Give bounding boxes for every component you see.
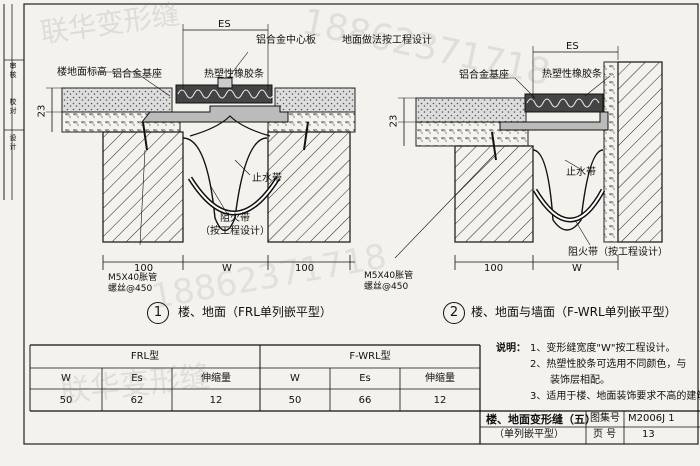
table-value-cell: 12 (209, 395, 223, 406)
side-strip-char: 设 (9, 134, 17, 142)
side-strip: 审 核 校 对 设 计 (2, 62, 24, 152)
detail-2-number: 2 (443, 302, 465, 324)
table-group-fwrl: F-WRL型 (349, 351, 391, 362)
side-strip-char: 计 (9, 143, 17, 151)
d1-center-plate-label: 铝合金中心板 (256, 35, 316, 46)
d1-bolt-label: M5X40胀管 (108, 273, 158, 283)
table-header-cell: Es (131, 373, 143, 384)
detail-1-drawing (46, 24, 356, 270)
side-strip-char: 审 (9, 62, 17, 70)
d2-rubber-label: 热塑性橡胶条 (542, 69, 602, 80)
table-header-cell: W (290, 373, 300, 384)
d1-base-label: 铝合金基座 (112, 69, 162, 80)
d2-base-label: 铝合金基座 (459, 70, 509, 81)
detail-2-title: 楼、地面与墙面（F-WRL单列嵌平型） (471, 305, 677, 319)
table-value-cell: 50 (288, 395, 302, 406)
d2-waterstop-label: 止水带 (566, 167, 596, 178)
table-value-cell: 50 (59, 395, 73, 406)
title-block: 楼、地面变形缝（五） （单列嵌平型） 图集号 M2006J 1 页 号 13 (480, 411, 700, 443)
d2-floor-design-label: 地面做法按工程设计 (342, 35, 432, 46)
side-strip-char: 校 (9, 98, 17, 106)
d1-es-label: ES (218, 19, 231, 30)
detail-1-title: 楼、地面（FRL单列嵌平型） (178, 305, 332, 319)
d1-bolt-spacing-label: 螺丝@450 (108, 284, 153, 294)
d2-dim-w: W (572, 263, 582, 274)
d2-bolt-label: M5X40胀管 (364, 271, 414, 281)
note-3: 3、适用于楼、地面装饰要求不高的建筑。 (530, 391, 700, 402)
d1-fire-band-note: （按工程设计） (200, 226, 270, 237)
d2-dim-23: 23 (388, 114, 400, 128)
table-value-cell: 62 (130, 395, 144, 406)
page-value: 13 (642, 429, 655, 440)
d1-dim-w: W (222, 263, 232, 274)
d1-dim-100-right: 100 (295, 263, 315, 274)
d2-bolt-spacing-label: 螺丝@450 (364, 282, 409, 292)
table-value-cell: 66 (358, 395, 372, 406)
page-label: 页 号 (593, 429, 617, 440)
d2-dim-100: 100 (484, 263, 504, 274)
d1-dim-23: 23 (36, 104, 48, 118)
d2-es-label: ES (566, 41, 579, 52)
d1-fire-band-label: 阻火带 (220, 213, 250, 224)
spec-table: FRL型 F-WRL型 W Es 伸缩量 W Es 伸缩量 50 62 12 5… (30, 345, 480, 411)
table-header-cell: Es (359, 373, 371, 384)
d1-floor-level-label: 楼地面标高 (57, 67, 107, 78)
table-header-cell: W (61, 373, 71, 384)
side-strip-char: 核 (9, 71, 17, 79)
note-2: 2、热塑性胶条可选用不同颜色，与 (530, 359, 687, 370)
title-block-grid (480, 411, 700, 444)
detail-2-drawing (394, 46, 663, 270)
atlas-label: 图集号 (590, 413, 620, 424)
notes-heading: 说明： (496, 343, 526, 354)
drawing-subtitle: （单列嵌平型） (494, 429, 564, 440)
d2-fire-band-label: 阻火带（按工程设计） (568, 247, 668, 258)
spec-table-grid (29, 344, 700, 444)
note-1: 1、变形缝宽度"W"按工程设计。 (530, 343, 676, 354)
table-header-cell: 伸缩量 (201, 373, 231, 384)
note-2-cont: 装饰层相配。 (550, 375, 610, 386)
detail-1-number: 1 (147, 302, 169, 324)
side-strip-char: 对 (9, 107, 17, 115)
table-header-cell: 伸缩量 (425, 373, 455, 384)
atlas-value: M2006J 1 (628, 413, 675, 424)
drawing-title: 楼、地面变形缝（五） (486, 413, 596, 426)
table-value-cell: 12 (433, 395, 447, 406)
sheet-border (23, 3, 699, 445)
d1-rubber-label: 热塑性橡胶条 (204, 69, 264, 80)
d1-waterstop-label: 止水带 (252, 173, 282, 184)
table-group-frl: FRL型 (130, 351, 160, 362)
d1-dim-100-left: 100 (134, 263, 154, 274)
